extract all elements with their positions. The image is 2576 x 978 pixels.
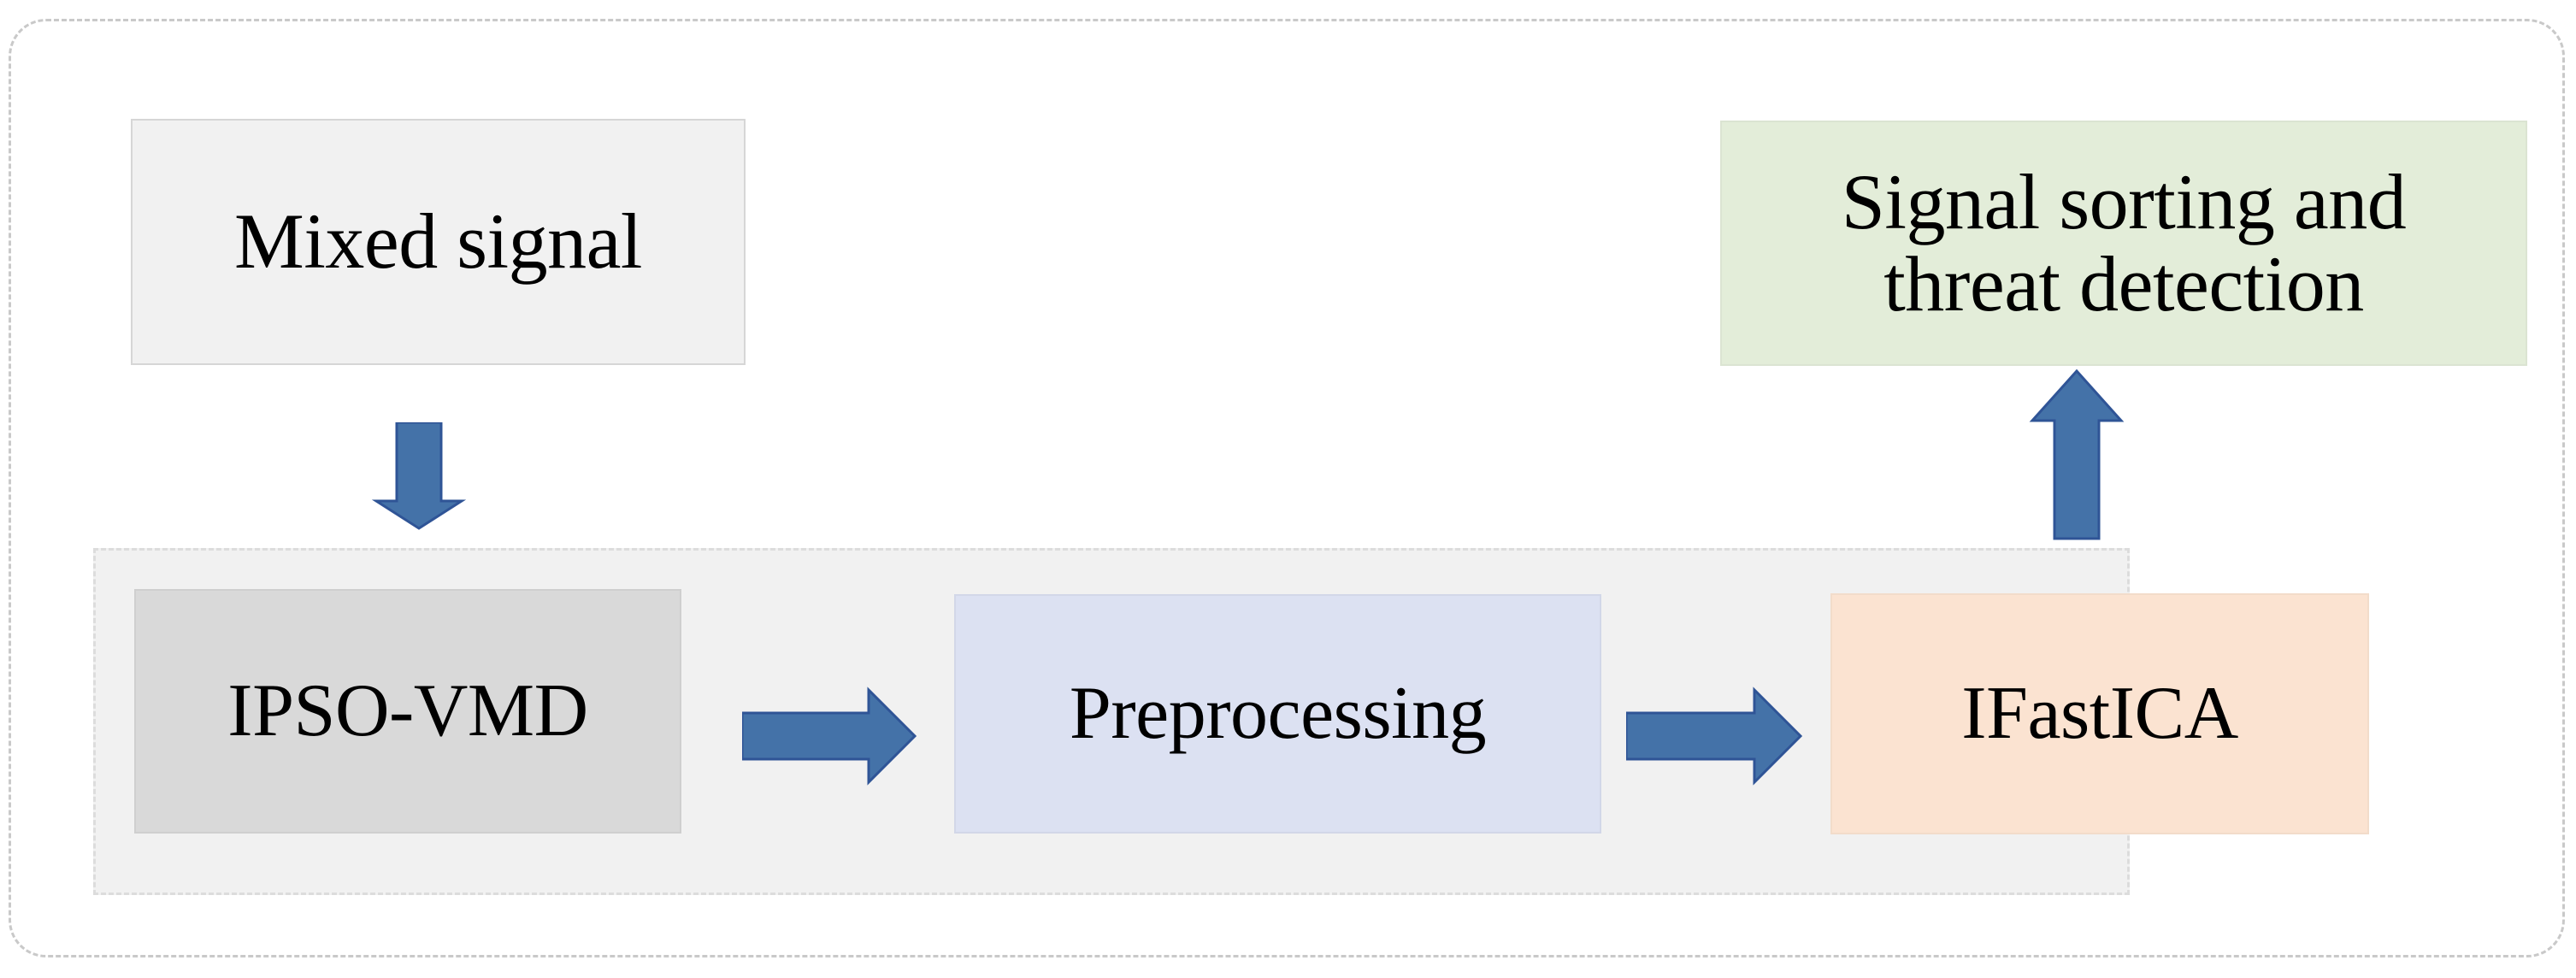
arrow-down-icon-mixed-signal-to-pipeline: [368, 422, 470, 530]
node-mixed-signal: Mixed signal: [131, 119, 746, 365]
arrow-right-icon-preprocessing-to-ifastica: [1626, 686, 1804, 786]
node-ipso-vmd: IPSO-VMD: [134, 589, 681, 834]
node-ifastica: IFastICA: [1830, 593, 2369, 834]
arrow-up-icon-ifastica-to-signal-sorting: [2025, 369, 2129, 540]
outer-dashed-frame: [9, 19, 2565, 957]
arrow-right-icon-ipso-vmd-to-preprocessing: [742, 686, 918, 786]
node-signal-sorting-and-threat-detection: Signal sorting and threat detection: [1720, 121, 2527, 366]
node-preprocessing: Preprocessing: [954, 594, 1601, 834]
